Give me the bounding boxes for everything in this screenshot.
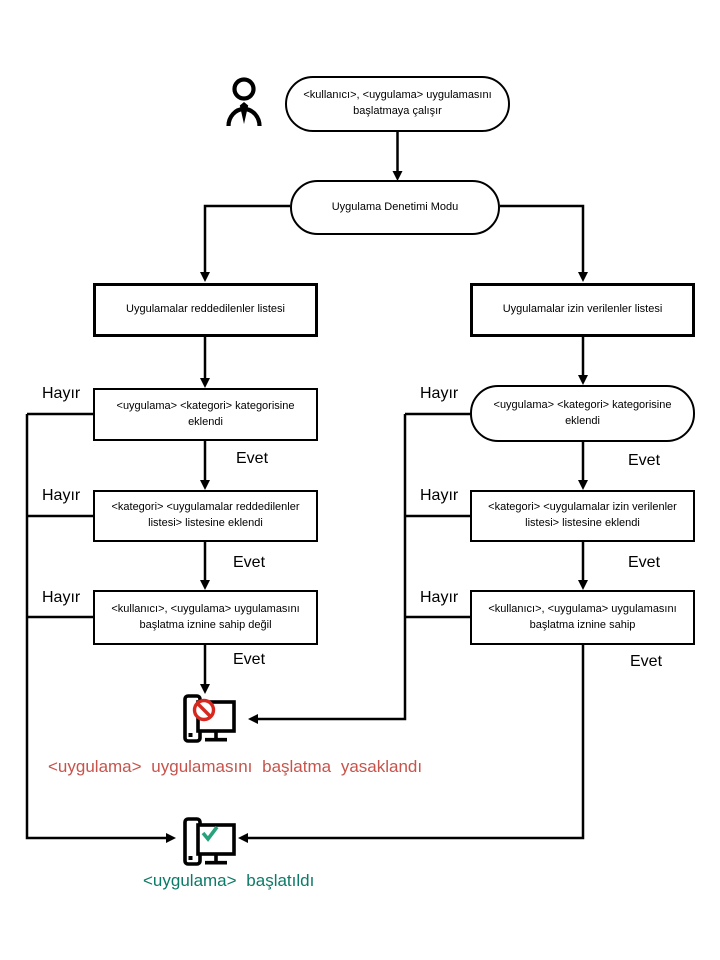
- user-icon: [226, 77, 262, 127]
- node-allow-step-category-label: <uygulama> <kategori> kategorisine eklen…: [493, 398, 672, 427]
- node-allow-step-category: <uygulama> <kategori> kategorisine eklen…: [470, 385, 695, 442]
- node-application-control-mode: Uygulama Denetimi Modu: [290, 180, 500, 235]
- no-label: Hayır: [42, 385, 81, 402]
- computer-blocked-icon: [183, 694, 236, 743]
- node-allowlist-header-label: Uygulamalar izin verilenler listesi: [502, 303, 663, 316]
- node-allow-step-permission-label: <kullanıcı>, <uygulama> uygulamasını baş…: [488, 602, 677, 631]
- node-user-starts-app: <kullanıcı>, <uygulama> uygulamasını baş…: [285, 76, 510, 132]
- yes-label: Evet: [233, 554, 266, 571]
- no-label: Hayır: [420, 385, 459, 402]
- node-deny-step-category: <uygulama> <kategori> kategorisine eklen…: [93, 388, 318, 441]
- no-label: Hayır: [420, 589, 459, 606]
- node-denylist-header-label: Uygulamalar reddedilenler listesi: [126, 303, 285, 316]
- node-allow-step-list-label: <kategori> <uygulamalar izin verilenler …: [488, 501, 677, 529]
- yes-label: Evet: [628, 452, 661, 469]
- node-application-control-mode-label: Uygulama Denetimi Modu: [331, 200, 459, 213]
- yes-label: Evet: [628, 554, 661, 571]
- node-allow-step-list: <kategori> <uygulamalar izin verilenler …: [470, 490, 695, 542]
- node-allow-step-permission: <kullanıcı>, <uygulama> uygulamasını baş…: [470, 590, 695, 645]
- node-allowlist-header: Uygulamalar izin verilenler listesi: [470, 283, 695, 337]
- no-label: Hayır: [42, 589, 81, 606]
- computer-started-icon: [183, 817, 236, 866]
- started-result-text: <uygulama> başlatıldı: [143, 871, 315, 890]
- yes-label: Evet: [236, 450, 269, 467]
- yes-label: Evet: [630, 653, 663, 670]
- node-user-starts-app-label: <kullanıcı>, <uygulama> uygulamasını baş…: [303, 89, 492, 117]
- node-deny-step-permission-label: <kullanıcı>, <uygulama> uygulamasını baş…: [111, 602, 300, 631]
- no-label: Hayır: [42, 487, 81, 504]
- yes-label: Evet: [233, 651, 266, 668]
- node-deny-step-list: <kategori> <uygulamalar reddedilenler li…: [93, 490, 318, 542]
- node-deny-step-list-label: <kategori> <uygulamalar reddedilenler li…: [111, 501, 300, 529]
- node-denylist-header: Uygulamalar reddedilenler listesi: [93, 283, 318, 337]
- node-deny-step-permission: <kullanıcı>, <uygulama> uygulamasını baş…: [93, 590, 318, 645]
- flow-arrows: [25, 132, 588, 843]
- blocked-result-text: <uygulama> uygulamasını başlatma yasakla…: [48, 757, 423, 776]
- node-deny-step-category-label: <uygulama> <kategori> kategorisine eklen…: [116, 399, 295, 428]
- no-label: Hayır: [420, 487, 459, 504]
